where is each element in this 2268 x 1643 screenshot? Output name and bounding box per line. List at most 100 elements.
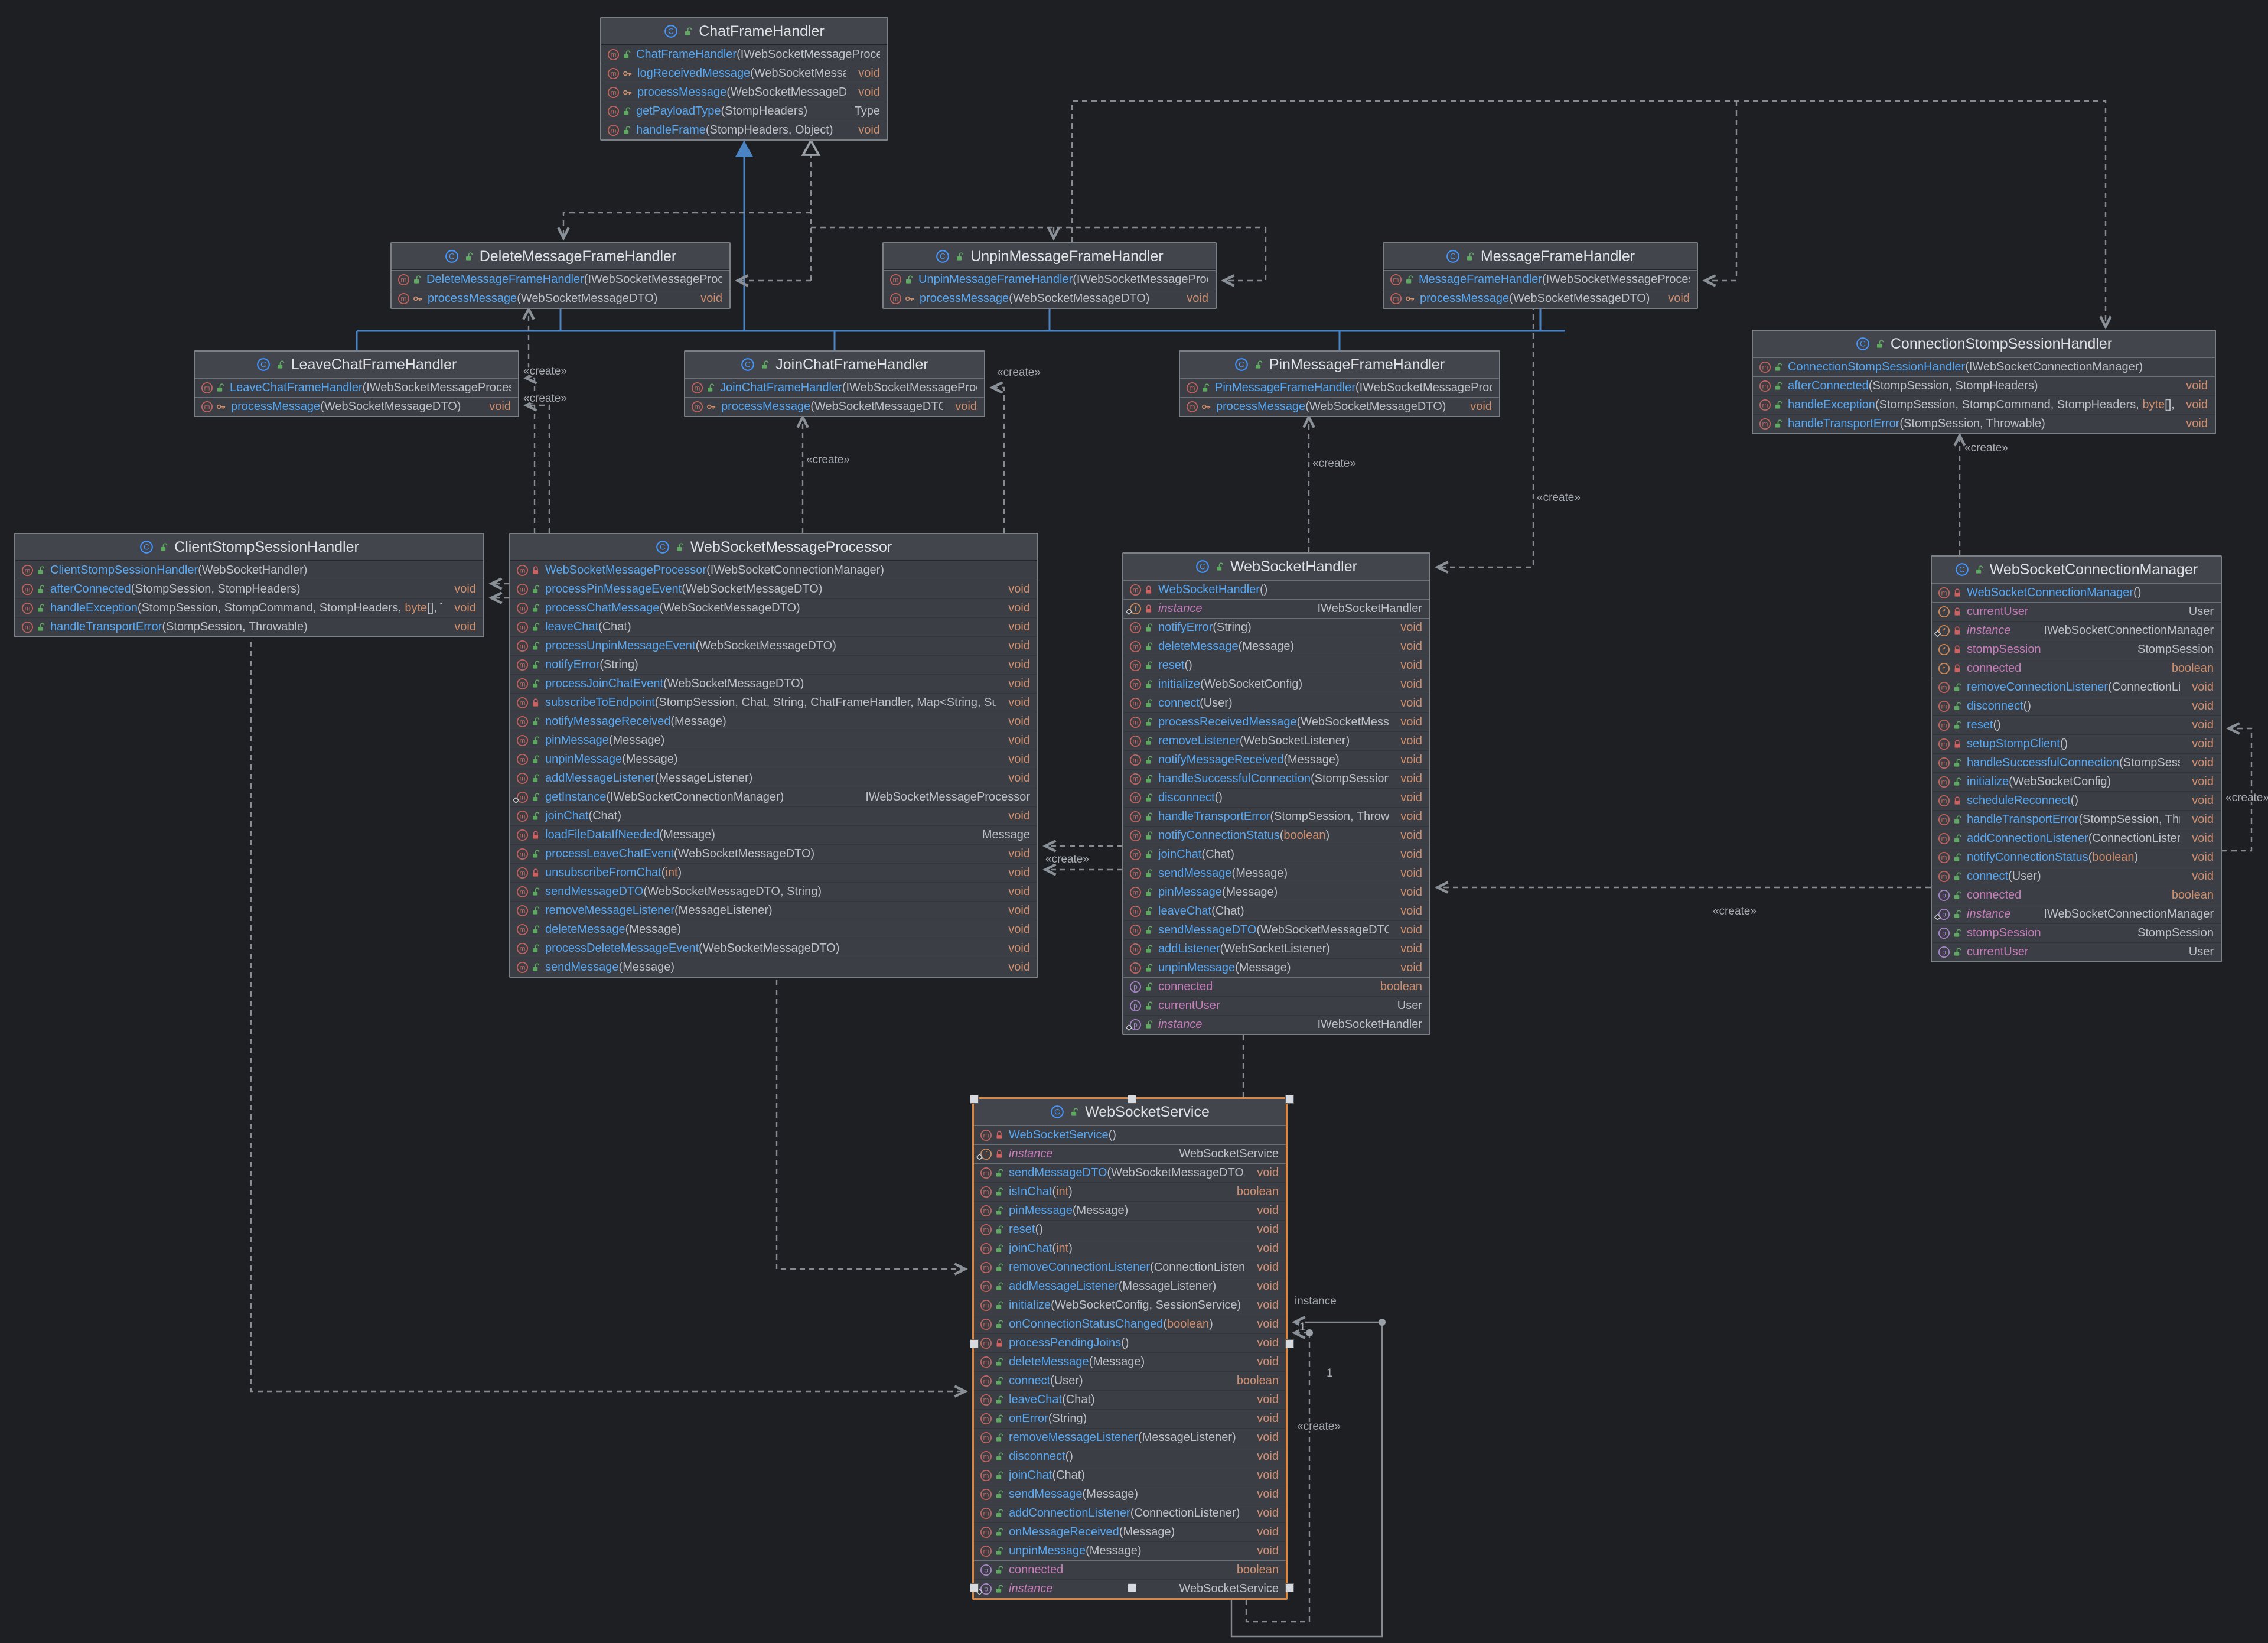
selection-handle[interactable] xyxy=(970,1095,979,1104)
member-row-handleSuccessfulConnection[interactable]: mhandleSuccessfulConnection(StompSession… xyxy=(1932,753,2221,772)
member-row-removeConnectionListener[interactable]: mremoveConnectionListener(ConnectionList… xyxy=(1932,678,2221,697)
selection-handle[interactable] xyxy=(1285,1339,1294,1348)
selection-handle[interactable] xyxy=(1128,1095,1136,1104)
member-row-processReceivedMessage[interactable]: mprocessReceivedMessage(WebSocketMessage… xyxy=(1123,712,1429,731)
member-row-addConnectionListener[interactable]: maddConnectionListener(ConnectionListene… xyxy=(1932,829,2221,848)
selection-handle[interactable] xyxy=(970,1339,979,1348)
